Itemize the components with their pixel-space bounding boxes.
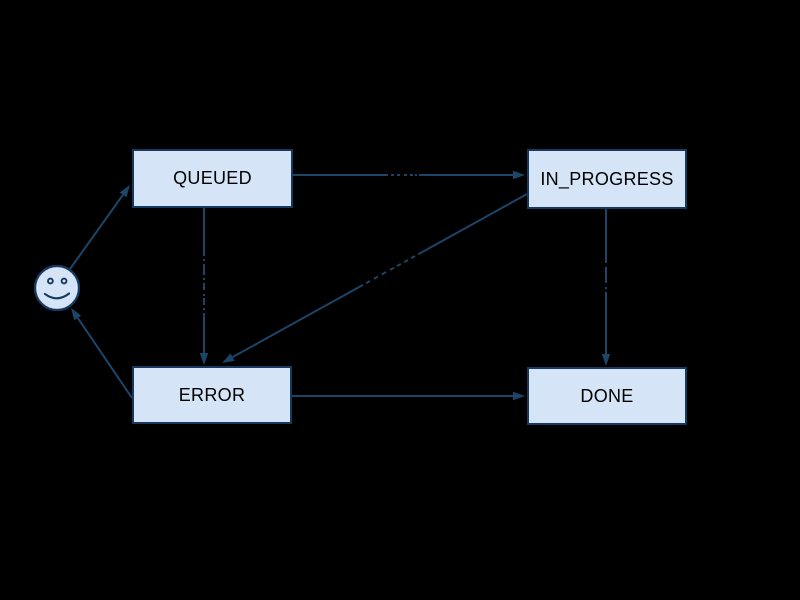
arrowhead-queued-to-error	[199, 353, 209, 365]
edge-label-artifact-19	[400, 260, 405, 266]
arrowhead-in-progress-to-error	[222, 353, 235, 363]
state-label-done: DONE	[580, 385, 634, 406]
smiley-left-eye	[47, 277, 54, 285]
edge-label-artifact-15	[369, 277, 375, 283]
state-node-in-progress: IN_PROGRESS	[527, 149, 687, 209]
edge-label-artifact-17	[385, 268, 391, 274]
arrowhead-in-progress-to-done	[601, 354, 611, 366]
edge-error-to-user	[76, 317, 133, 399]
state-label-error: ERROR	[178, 384, 246, 405]
arrowhead-queued-to-in-progress	[513, 170, 525, 180]
edge-label-artifact-16	[377, 273, 383, 279]
smiley-face-icon	[33, 264, 81, 312]
edge-label-artifact-21	[414, 252, 419, 258]
edge-user-to-queued	[69, 194, 124, 270]
state-label-in-progress: IN_PROGRESS	[540, 168, 674, 189]
edge-label-artifact-14	[362, 281, 367, 287]
arrowhead-error-to-done	[513, 391, 525, 401]
state-node-queued: QUEUED	[132, 149, 293, 208]
state-node-error: ERROR	[132, 366, 292, 424]
arrowhead-error-to-user	[71, 308, 82, 321]
state-label-queued: QUEUED	[173, 168, 252, 188]
arrowhead-user-to-queued	[119, 185, 130, 198]
smiley-mouth	[43, 292, 71, 300]
state-node-done: DONE	[527, 367, 687, 425]
smiley-right-eye	[60, 277, 68, 285]
edge-label-artifact-18	[393, 264, 398, 270]
edge-label-artifact-20	[407, 256, 412, 262]
smiley-head	[33, 264, 81, 312]
